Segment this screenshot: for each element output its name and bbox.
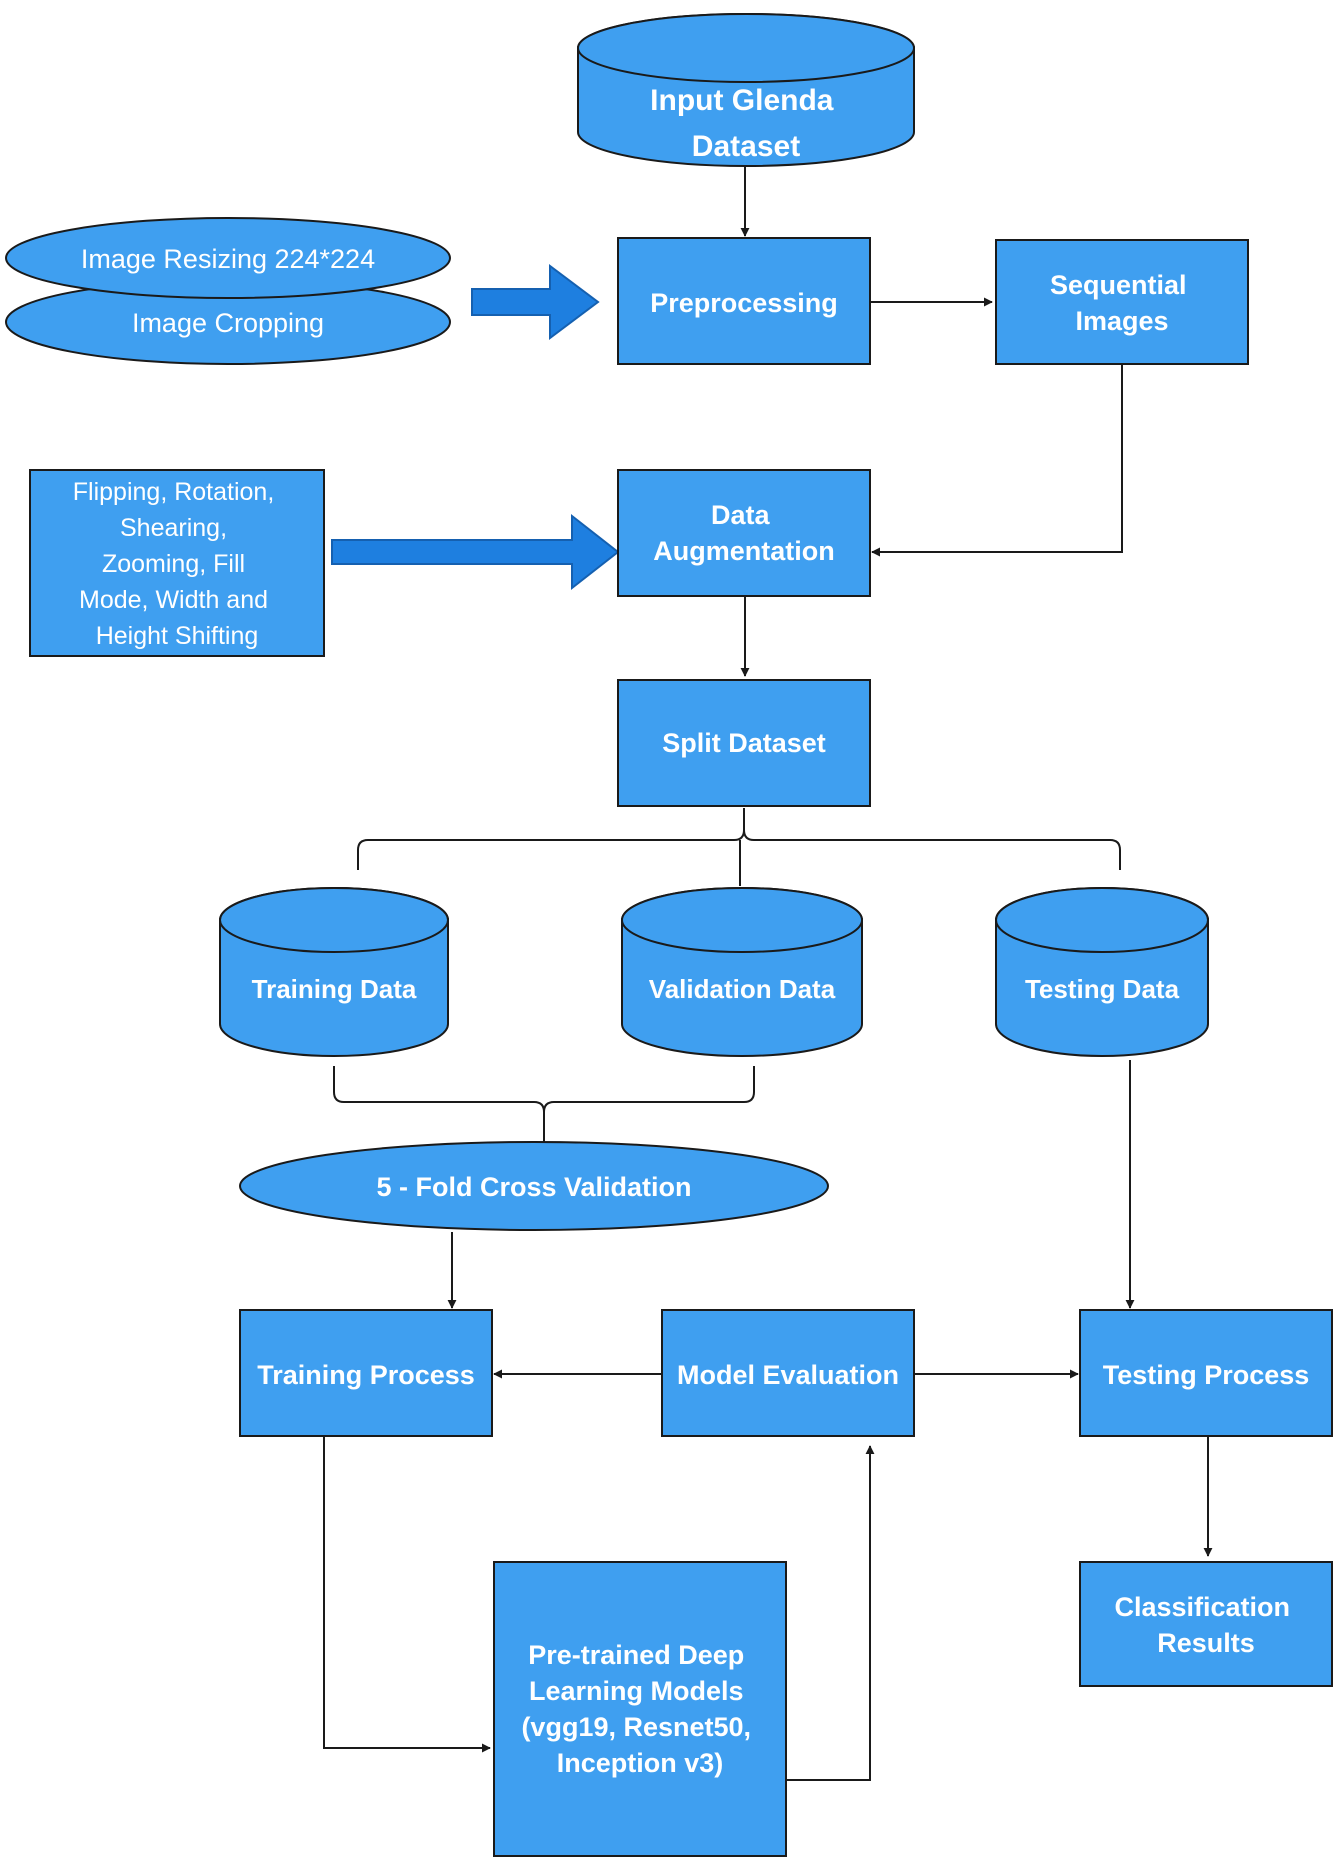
augmentation-ops-label: Flipping, Rotation, Shearing, Zooming, F… — [73, 478, 281, 650]
validation-data-cylinder: Validation Data — [621, 887, 863, 1057]
cross-validation-label: 5 - Fold Cross Validation — [376, 1172, 691, 1202]
model-evaluation-box: Model Evaluation — [661, 1309, 915, 1437]
image-cropping-ellipse: Image Cropping — [5, 279, 451, 365]
sequential-images-label: Sequential Images — [1050, 270, 1194, 336]
connectors — [323, 166, 1213, 1781]
edge-pretrained-to-evaluation — [786, 1445, 875, 1781]
validation-data-label: Validation Data — [649, 974, 836, 1004]
block-arrow-ops-to-augmentation — [331, 513, 620, 591]
sequential-images-box: Sequential Images — [995, 239, 1249, 365]
data-augmentation-box: Data Augmentation — [617, 469, 871, 597]
input-dataset-cylinder: Input Glenda Dataset — [577, 13, 915, 167]
augmentation-ops-box: Flipping, Rotation, Shearing, Zooming, F… — [29, 469, 325, 657]
training-data-cylinder: Training Data — [219, 887, 449, 1057]
edge-training-to-pretrained — [323, 1436, 491, 1753]
image-cropping-label: Image Cropping — [132, 308, 324, 338]
image-resizing-label: Image Resizing 224*224 — [81, 244, 375, 274]
training-data-label: Training Data — [252, 974, 417, 1004]
training-process-label: Training Process — [257, 1360, 475, 1390]
testing-data-label: Testing Data — [1025, 974, 1180, 1004]
model-evaluation-label: Model Evaluation — [677, 1360, 899, 1390]
preprocessing-box: Preprocessing — [617, 237, 871, 365]
classification-results-label: Classification Results — [1114, 1592, 1297, 1658]
training-process-box: Training Process — [239, 1309, 493, 1437]
pretrained-models-label: Pre-trained Deep Learning Models (vgg19,… — [521, 1640, 758, 1778]
edge-sequential-to-augmentation — [871, 364, 1123, 557]
classification-results-box: Classification Results — [1079, 1561, 1333, 1687]
testing-process-label: Testing Process — [1103, 1360, 1310, 1390]
pretrained-models-box: Pre-trained Deep Learning Models (vgg19,… — [493, 1561, 787, 1857]
input-dataset-label: Input Glenda Dataset — [650, 84, 842, 163]
testing-process-box: Testing Process — [1079, 1309, 1333, 1437]
block-arrow-ellipses-to-preprocessing — [471, 264, 600, 340]
brace-datasets-to-crossval — [333, 1066, 755, 1113]
cross-validation-ellipse: 5 - Fold Cross Validation — [239, 1141, 829, 1231]
image-resizing-ellipse: Image Resizing 224*224 — [5, 217, 451, 299]
data-augmentation-label: Data Augmentation — [653, 500, 835, 566]
preprocessing-label: Preprocessing — [650, 288, 838, 318]
split-dataset-box: Split Dataset — [617, 679, 871, 807]
split-dataset-label: Split Dataset — [662, 728, 826, 758]
testing-data-cylinder: Testing Data — [995, 887, 1209, 1057]
